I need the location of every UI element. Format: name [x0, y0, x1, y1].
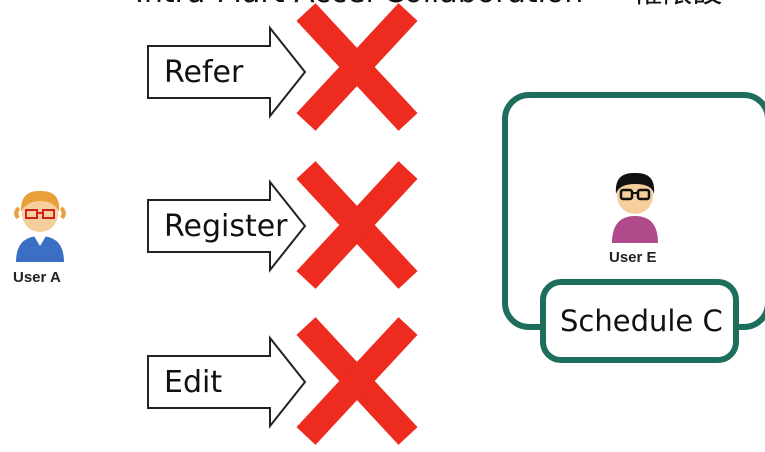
action-label-refer: Refer	[164, 55, 244, 90]
user-a-avatar-icon	[14, 190, 66, 262]
deny-cross-icon	[296, 317, 418, 445]
arrow-refer	[147, 25, 307, 119]
schedule-c-box	[540, 279, 739, 363]
deny-cross-icon	[296, 3, 418, 131]
action-label-register: Register	[164, 209, 288, 244]
schedule-c-label: Schedule C	[560, 304, 723, 338]
diagram-title: Intra-Mart Accel Collaboration — 権限設	[135, 0, 722, 8]
user-e-avatar-icon	[612, 172, 658, 243]
user-a-label: User A	[13, 269, 61, 286]
deny-cross-icon	[296, 161, 418, 289]
arrow-register	[147, 179, 307, 273]
arrow-edit	[147, 335, 307, 429]
action-label-edit: Edit	[164, 365, 223, 400]
user-e-label: User E	[609, 249, 657, 266]
